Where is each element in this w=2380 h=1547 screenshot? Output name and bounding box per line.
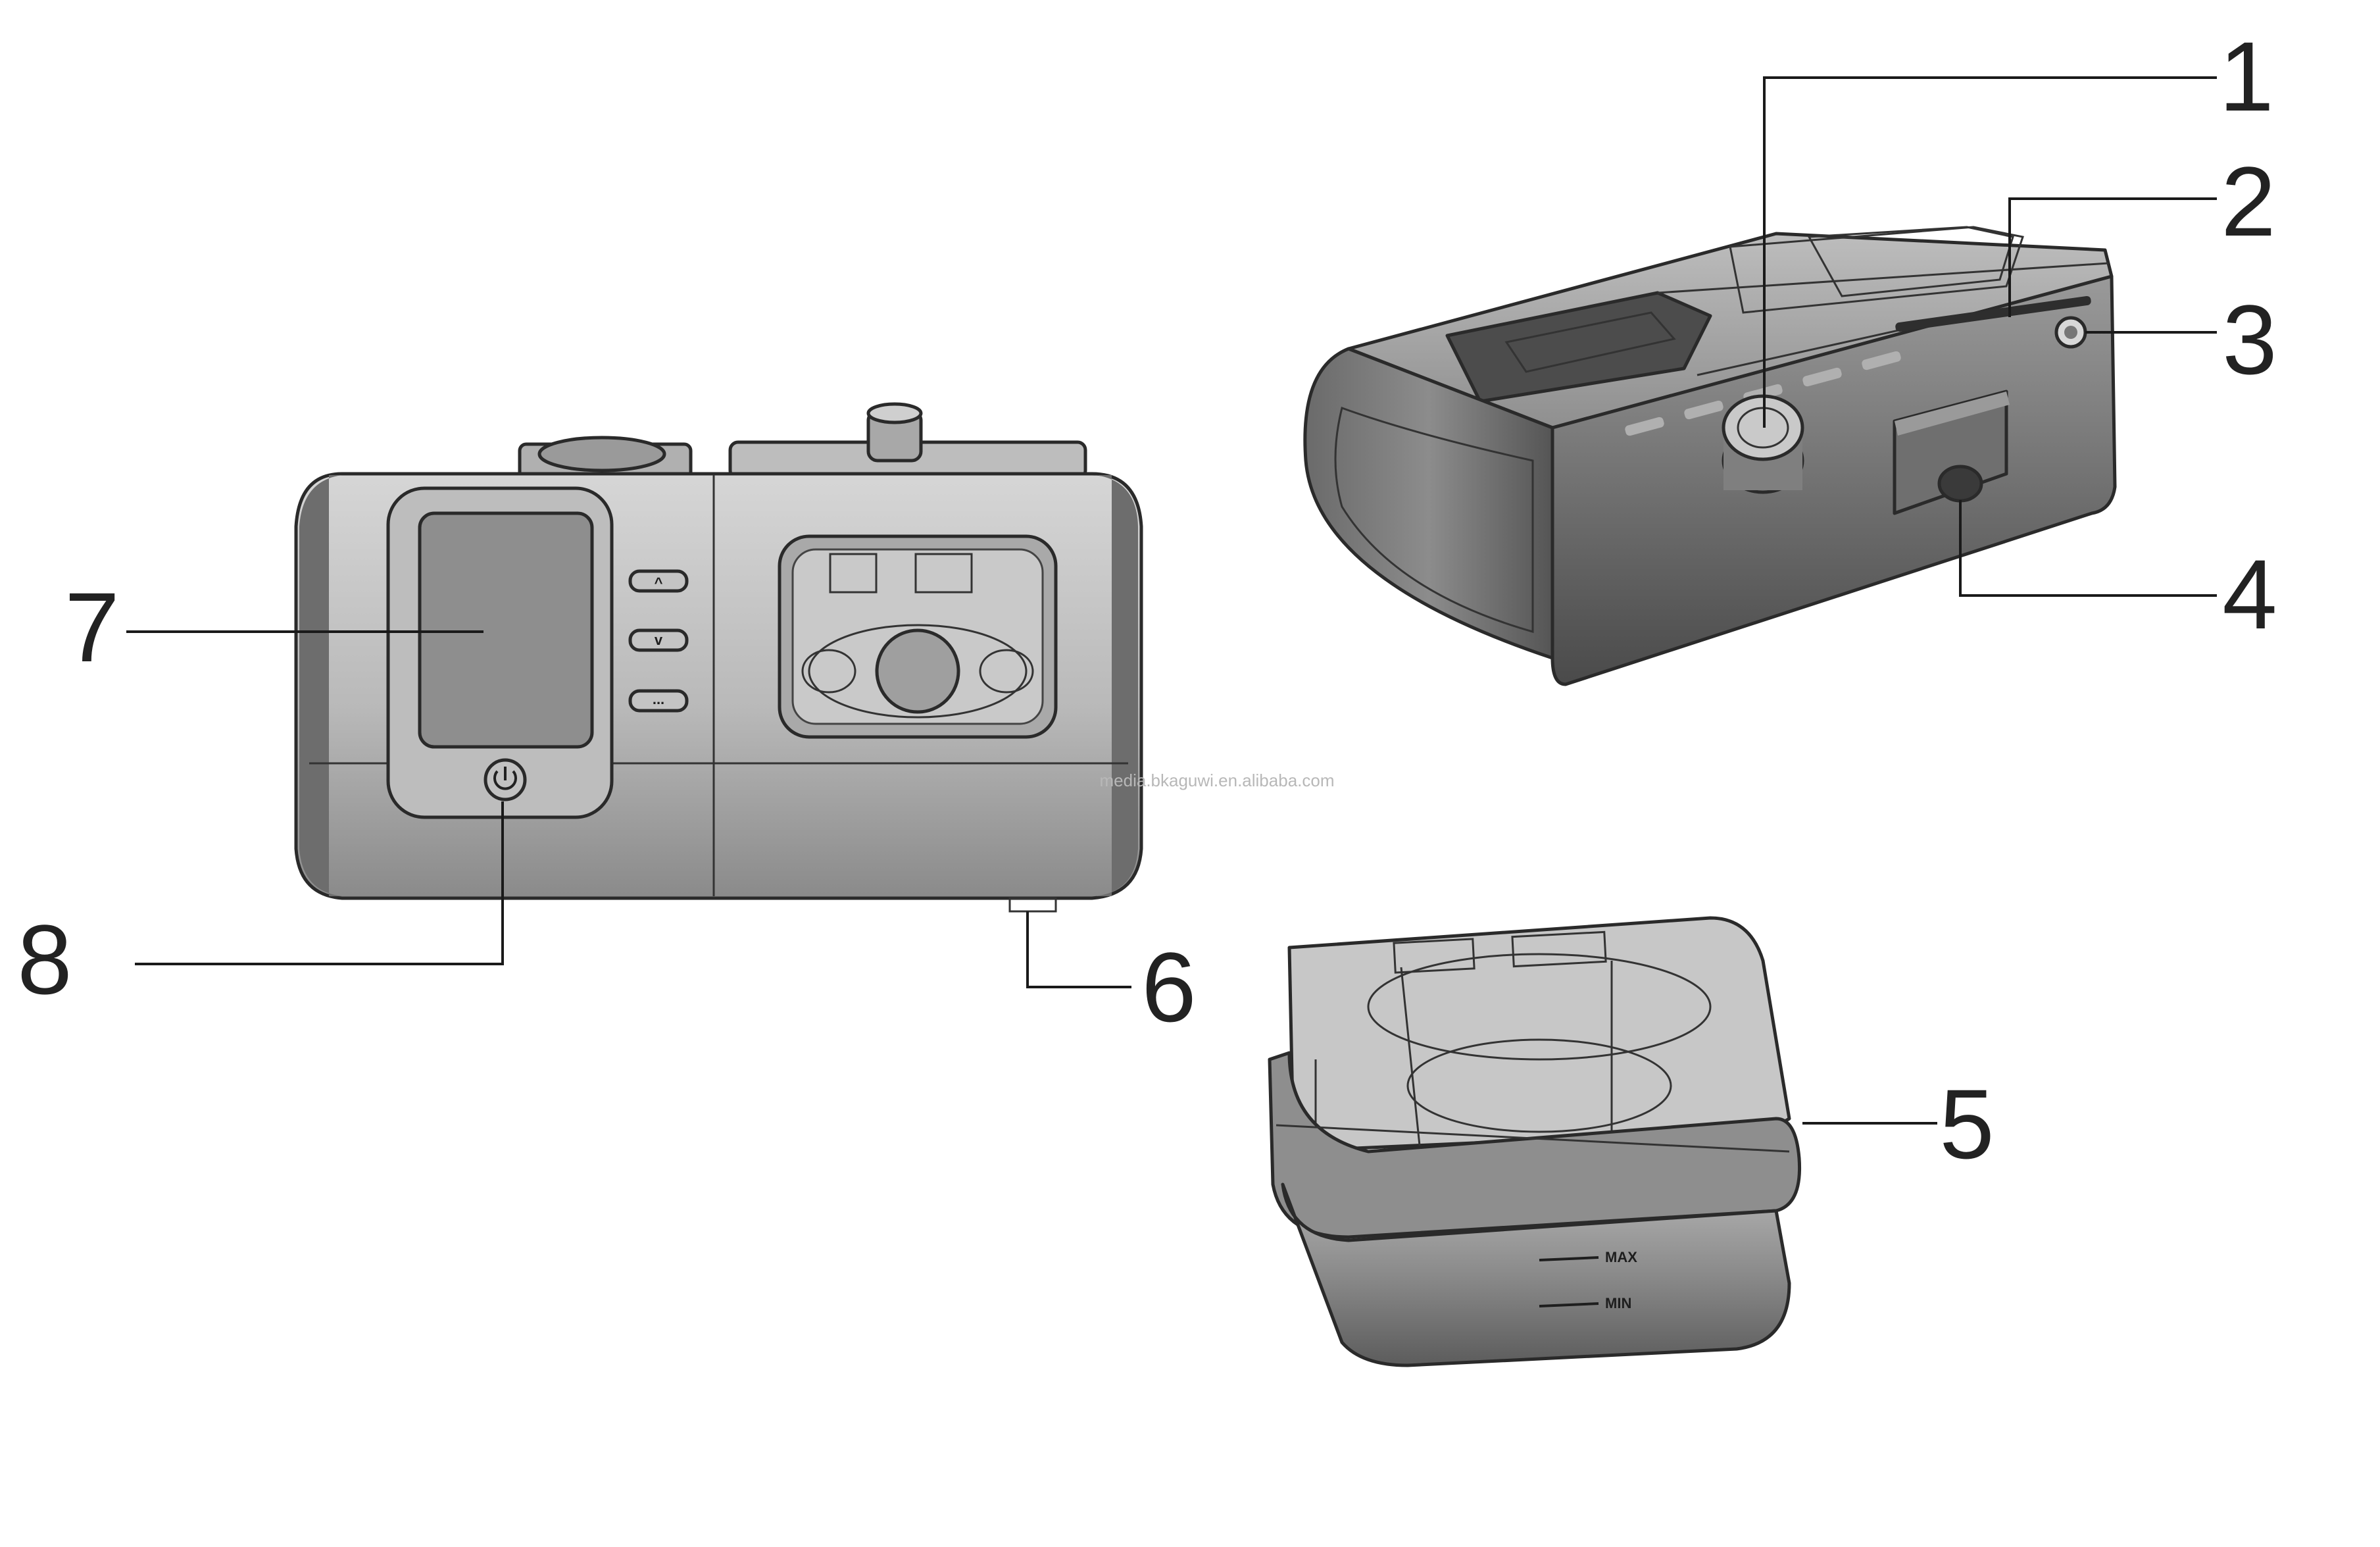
air-outlet-top (866, 402, 923, 424)
watermark: media.bkaguwi.en.alibaba.com (1100, 771, 1335, 790)
leader-8 (135, 801, 504, 965)
leader-4 (1959, 500, 2217, 597)
up-arrow-icon: ^ (655, 574, 663, 591)
rear-view-device (1303, 226, 2117, 686)
up-button[interactable]: ^ (628, 569, 689, 593)
leader-6 (1026, 911, 1131, 988)
front-right-cap (1095, 475, 1138, 896)
sd-card-slot[interactable] (1895, 295, 2091, 332)
callout-6: 6 (1141, 932, 1196, 1042)
tank-inlet (875, 628, 960, 714)
tank-label-left (829, 553, 878, 594)
leader-2 (2008, 197, 2217, 317)
rear-back-panel (1550, 274, 2117, 686)
bottom-tab (1008, 897, 1057, 913)
callout-5: 5 (1939, 1069, 1994, 1179)
callout-numbers: 1 2 3 4 5 6 7 8 (17, 21, 2277, 1179)
callout-2: 2 (2221, 146, 2275, 257)
rear-top-display (1807, 226, 2014, 297)
menu-button[interactable]: ... (628, 689, 689, 713)
power-socket[interactable] (1893, 390, 2010, 515)
callout-8: 8 (17, 904, 72, 1015)
tank-lid-label-left (1393, 938, 1475, 974)
tank-lid-opening (1367, 953, 1712, 1061)
menu-icon: ... (653, 691, 664, 707)
callout-4: 4 (2222, 539, 2277, 649)
power-icon (493, 767, 517, 790)
down-button[interactable]: v (628, 628, 689, 652)
rear-top-panel (1729, 226, 2024, 314)
front-left-cap (299, 475, 342, 896)
front-top-dial (537, 436, 666, 472)
tank-lid-label-right (1511, 930, 1607, 968)
callout-7: 7 (64, 572, 119, 682)
display-screen (418, 511, 594, 749)
min-label: MIN (1605, 1295, 1631, 1311)
leader-1 (1763, 76, 2217, 428)
rear-top-opening (1445, 291, 1712, 403)
rear-end-cap (1303, 347, 1554, 660)
tank-lid (1287, 916, 1791, 1150)
callout-1: 1 (2219, 21, 2273, 132)
callout-3: 3 (2222, 284, 2277, 395)
max-label: MAX (1605, 1249, 1637, 1265)
down-arrow-icon: v (655, 632, 663, 648)
leader-lines (126, 76, 2217, 1125)
front-view-device: ^ v ... (294, 402, 1143, 913)
water-tank: MAX MIN (1268, 916, 1802, 1367)
tank-inlet-ring (808, 624, 1028, 719)
tank-body (1281, 1182, 1791, 1367)
tank-label-right (914, 553, 973, 594)
water-level-scale: MAX MIN (1539, 1249, 1637, 1311)
